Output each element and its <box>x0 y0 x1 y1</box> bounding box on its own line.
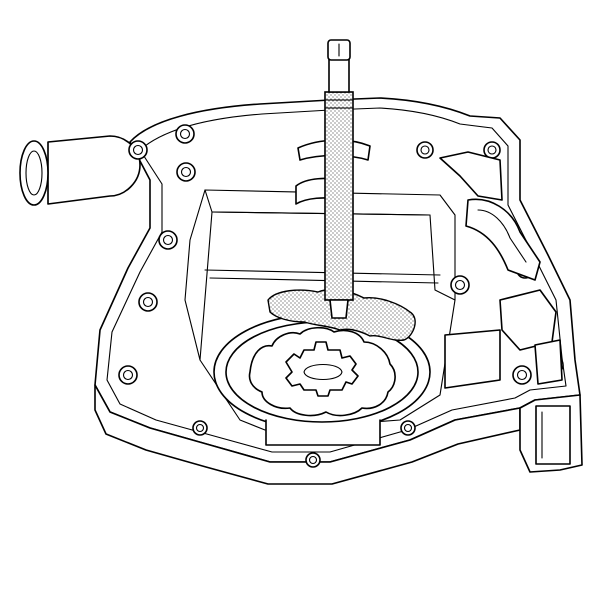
rib-middle-lower <box>209 277 439 284</box>
bolt-hole <box>400 420 416 436</box>
side-slot-small <box>534 339 563 385</box>
tool-tip <box>329 299 349 319</box>
bolt-hole <box>305 452 321 468</box>
bolt-hole <box>176 162 196 182</box>
side-slot <box>444 329 501 389</box>
bolt-hole <box>416 141 434 159</box>
inner-drive-gear <box>285 341 359 397</box>
cavity-left-wall <box>184 189 213 361</box>
outlet-pipe <box>19 135 141 206</box>
drive-gear-bore <box>303 363 343 381</box>
bolt-hole <box>138 292 158 312</box>
pipe-body <box>47 135 141 205</box>
bolt-hole <box>483 141 501 159</box>
shaft-tool <box>324 39 354 319</box>
right-passages <box>439 151 563 389</box>
rib-middle <box>204 269 441 276</box>
bolt-hole <box>128 140 148 160</box>
bolt-hole <box>192 420 208 436</box>
bolt-hole <box>118 365 138 385</box>
bolt-hole <box>512 365 532 385</box>
bolt-hole <box>450 275 470 295</box>
right-mount-face <box>535 405 571 465</box>
passage-curved-inner <box>477 209 527 263</box>
passage-curved <box>465 198 541 281</box>
pump-pocket-lip <box>265 419 381 446</box>
tool-neck <box>328 57 350 93</box>
bolt-hole <box>158 230 178 250</box>
pump-gear-set <box>213 313 431 446</box>
rib-top <box>211 211 431 216</box>
tool-shaft <box>324 91 354 301</box>
passage-upper <box>439 151 503 201</box>
pipe-bore <box>25 150 43 196</box>
bolt-hole <box>175 124 195 144</box>
housing-inner-rim <box>106 107 567 453</box>
